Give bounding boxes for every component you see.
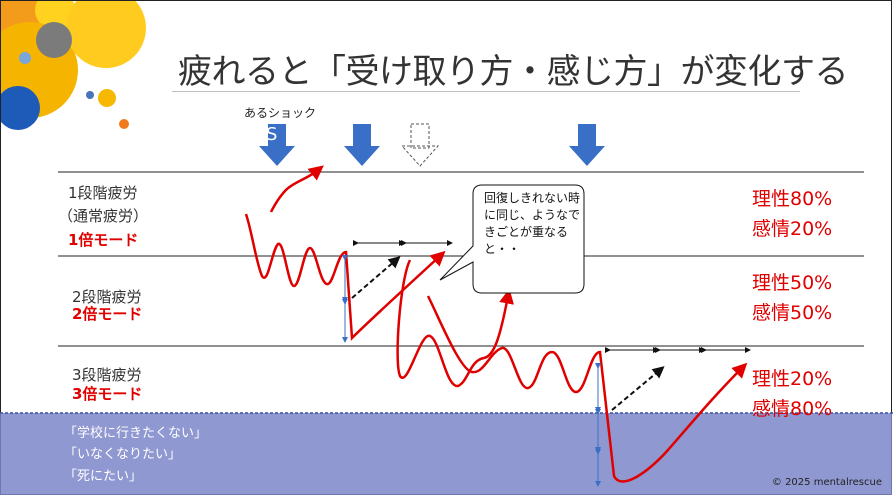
recovery-arrow-2 <box>611 366 665 411</box>
response-curve-2 <box>244 213 446 341</box>
title-divider <box>172 91 800 92</box>
level-2-reason: 理性50% <box>752 272 833 294</box>
level-1-sub: （通常疲労） <box>58 207 149 225</box>
copyright: © 2025 mentalrescue <box>771 477 882 488</box>
slide-title: 疲れると「受け取り方・感じ方」が変化する <box>178 52 849 92</box>
level-3-reason: 理性20% <box>752 368 833 390</box>
danger-zone <box>0 413 892 495</box>
quote-2: 「いなくなりたい」 <box>64 447 182 462</box>
level-2-name: 2段階疲労 <box>72 288 142 306</box>
quote-1: 「学校に行きたくない」 <box>64 426 208 441</box>
level-1-mode: 1倍モード <box>68 231 139 249</box>
response-curve-3a <box>396 259 514 388</box>
recovery-arrow-1 <box>351 256 401 299</box>
response-curve-3b <box>426 295 748 483</box>
level-3-emotion: 感情80% <box>752 398 833 420</box>
level-2-emotion: 感情50% <box>752 302 833 324</box>
quote-3: 「死にたい」 <box>64 469 143 484</box>
shock-label: あるショック <box>244 106 317 120</box>
level-3-name: 3段階疲労 <box>72 366 142 384</box>
level-3-mode: 3倍モード <box>72 385 143 403</box>
bubble-text: 回復しきれない時に同じ、ようなできごとが重なると・・ <box>484 191 581 256</box>
level-2-mode: 2倍モード <box>72 305 143 323</box>
shock-arrow-3 <box>569 124 605 166</box>
shock-marker: S <box>266 124 278 145</box>
shock-arrow-2 <box>344 124 380 166</box>
shock-arrow-1 <box>259 124 295 166</box>
shock-arrow-dashed <box>400 123 440 167</box>
level-1-reason: 理性80% <box>752 188 833 210</box>
level-1-emotion: 感情20% <box>752 218 833 240</box>
response-curve-1 <box>269 165 324 213</box>
level-1-name: 1段階疲労 <box>68 184 138 202</box>
speech-bubble <box>439 184 585 294</box>
